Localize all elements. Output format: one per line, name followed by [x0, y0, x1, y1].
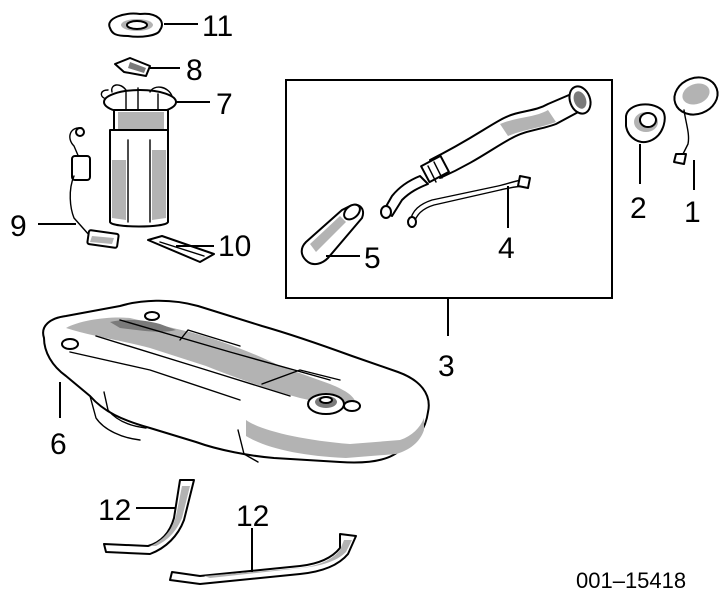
- diagram-reference-number: 001–15418: [576, 568, 686, 593]
- callout-7: 7: [216, 88, 233, 121]
- callout-11: 11: [202, 10, 233, 43]
- part-12-strap-right: [169, 533, 357, 585]
- callout-12-right: 12: [236, 500, 269, 533]
- callout-4: 4: [498, 232, 515, 265]
- part-6-fuel-tank: [42, 299, 430, 464]
- callout-9: 9: [10, 210, 27, 243]
- callout-12-left: 12: [98, 494, 131, 527]
- callout-8: 8: [186, 54, 203, 87]
- part-1-fuel-cap: [673, 76, 719, 165]
- part-4-vent-hose: [407, 175, 531, 228]
- callout-5: 5: [364, 242, 381, 275]
- part-5-filler-hose: [300, 203, 364, 266]
- callout-10: 10: [218, 230, 251, 263]
- part-11-seal: [108, 12, 163, 38]
- callout-1: 1: [684, 196, 701, 229]
- part-12-strap-left: [103, 479, 195, 555]
- filler-pipe: [380, 85, 592, 219]
- part-8-clip: [114, 57, 151, 77]
- callout-6: 6: [50, 428, 67, 461]
- part-7-fuel-pump-module: [100, 84, 177, 228]
- part-2-grommet: [625, 103, 666, 144]
- callout-2: 2: [630, 192, 647, 225]
- callout-3: 3: [438, 350, 455, 383]
- part-10-strainer: [147, 235, 215, 263]
- part-9-fuel-level-sender: [69, 127, 120, 249]
